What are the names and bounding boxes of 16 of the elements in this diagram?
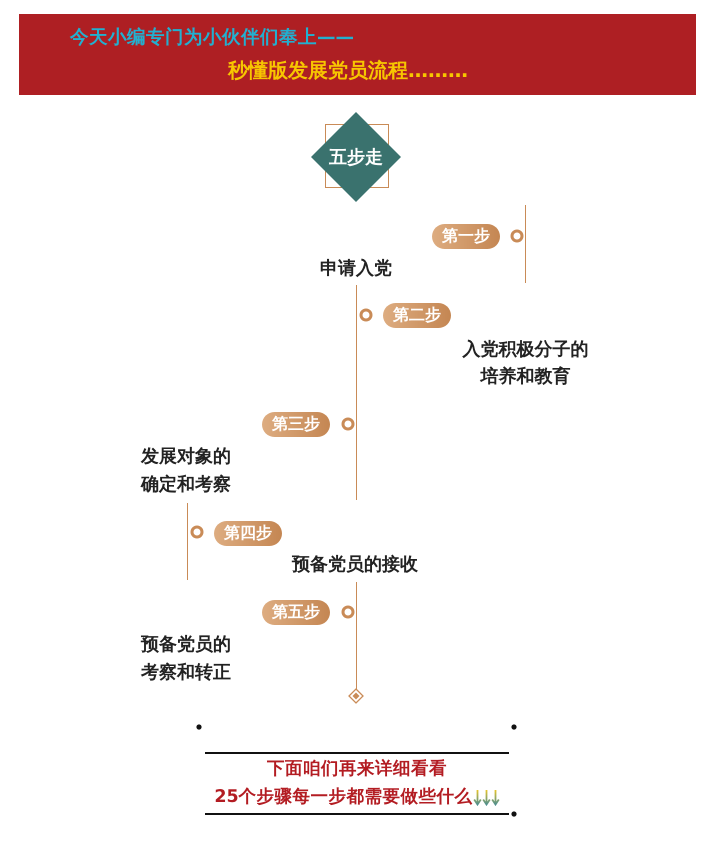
step-title: 申请入党 (320, 257, 392, 281)
footer-text: 25个步骤每一步都需要做些什么 (214, 786, 473, 809)
step-title: 发展对象的确定和考察 (141, 445, 232, 497)
step-title: 预备党员的考察和转正 (141, 633, 232, 685)
diamond-heading: 五步走 (311, 112, 401, 202)
step-pill: 第五步 (262, 600, 330, 625)
step-pill: 第四步 (214, 521, 282, 546)
headline-text: 秒懂版发展党员流程……… (228, 58, 468, 82)
step-pill: 第二步 (383, 303, 451, 328)
step-title: 预备党员的接收 (292, 553, 418, 577)
intro-text: 今天小编专门为小伙伴们奉上—— (70, 26, 354, 50)
step-title: 入党积极分子的培养和教育 (461, 338, 590, 389)
footer-text: 下面咱们再来详细看看 (267, 758, 447, 781)
header-banner (19, 14, 696, 95)
step-pill: 第三步 (262, 412, 330, 437)
step-pill: 第一步 (432, 224, 500, 249)
